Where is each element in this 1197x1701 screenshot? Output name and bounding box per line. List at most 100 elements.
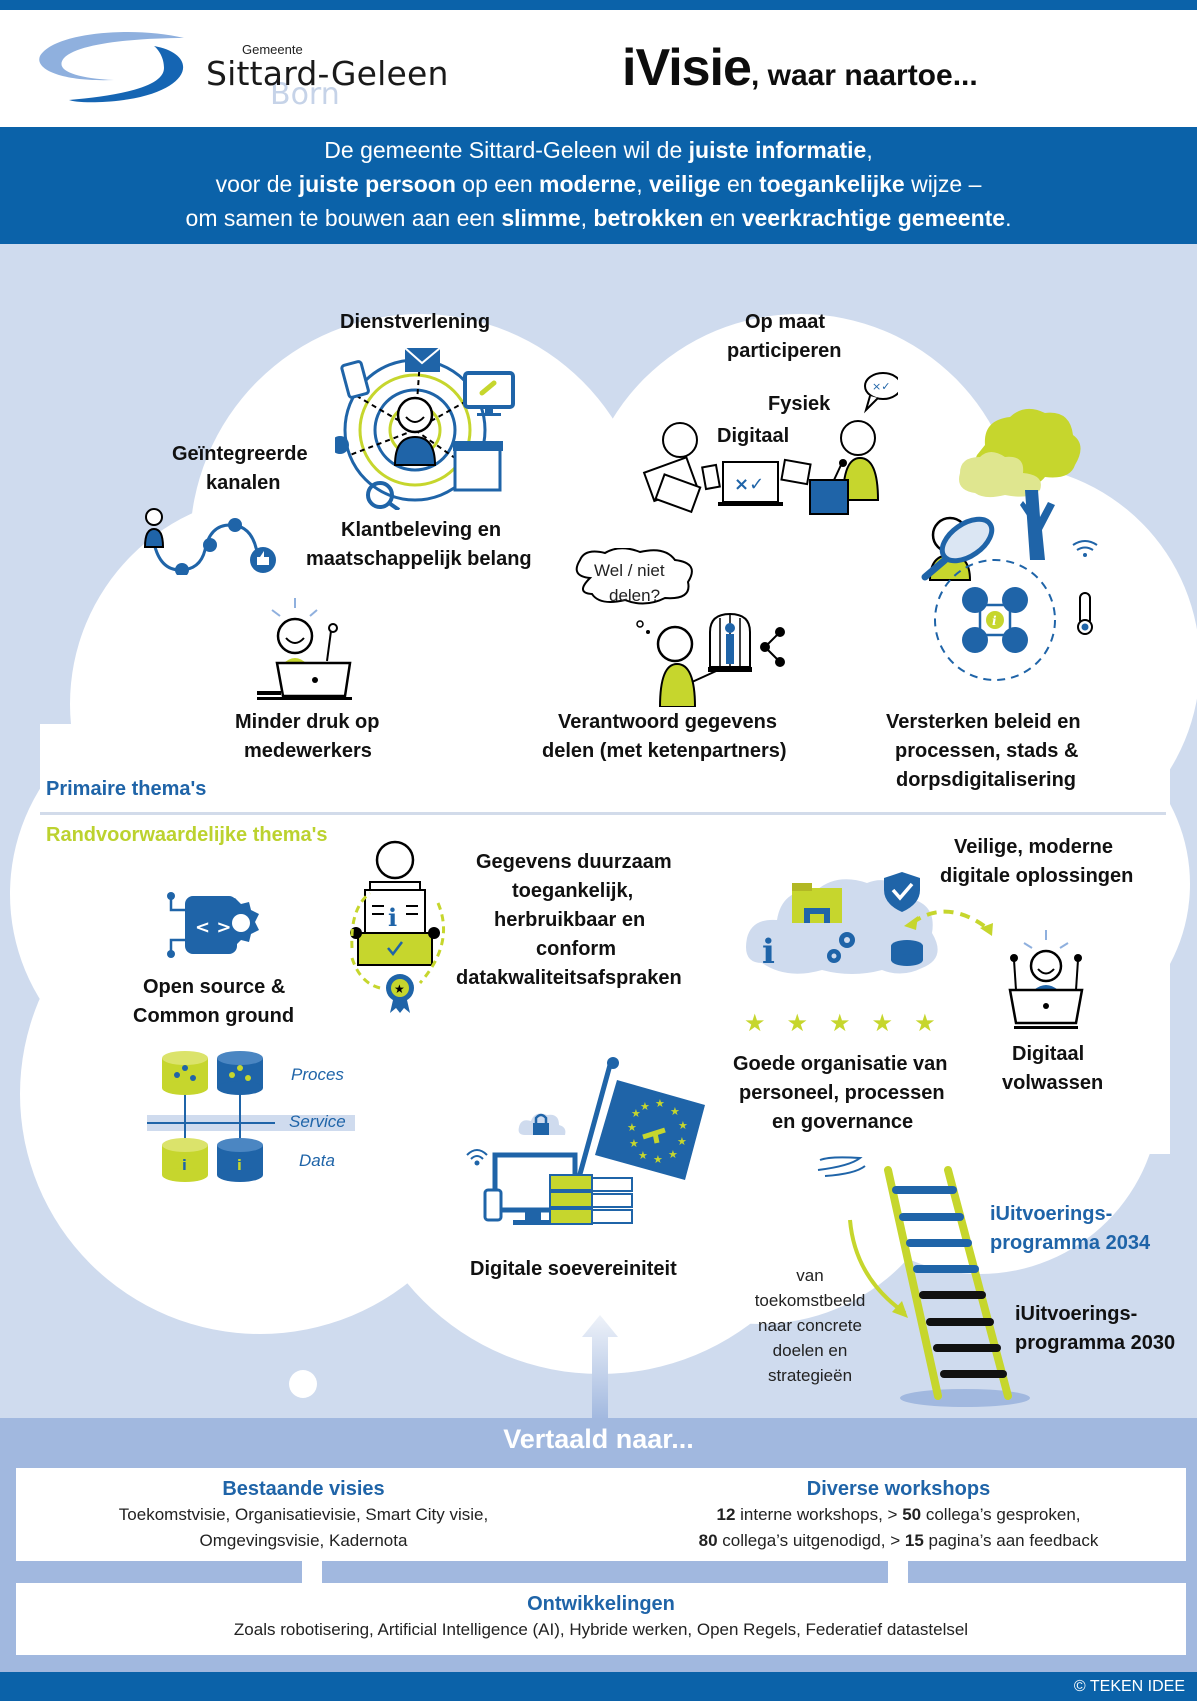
label-gegevens-5: datakwaliteitsafspraken [456, 967, 682, 989]
title-main: iVisie [622, 39, 752, 97]
label-gegevens-3: herbruikbaar en [494, 909, 646, 931]
svg-text:★: ★ [638, 1149, 648, 1162]
star-icon: ★ [744, 1010, 766, 1037]
mission-statement: De gemeente Sittard-Geleen wil de juiste… [0, 127, 1197, 244]
customer-journey-icon [143, 508, 276, 575]
text-run: collega’s gesproken, [921, 1505, 1081, 1524]
label-minder-1: Minder druk op [235, 711, 380, 733]
svg-text:×✓: ×✓ [872, 380, 890, 393]
digital-sovereignty-icon: ★★★★ ★★★★ ★★★ [466, 1057, 705, 1225]
svg-text:< >: < > [195, 917, 231, 938]
label-minder-2: medewerkers [244, 740, 372, 762]
text-run: interne workshops, > [735, 1505, 903, 1524]
ladder-note-3: naar concrete [758, 1316, 862, 1335]
star-icon: ★ [914, 1010, 936, 1037]
box-visies-line-1: Toekomstvisie, Organisatievisie, Smart C… [118, 1505, 489, 1524]
emphasis-text: 15 [904, 1531, 924, 1550]
star-icon: ★ [871, 1010, 894, 1037]
emphasis-text: toegankelijke [758, 171, 905, 197]
box-visies-line-2: Omgevingsvisie, Kadernota [199, 1531, 408, 1550]
svg-text:i: i [388, 903, 397, 932]
ladder-note-1: van [796, 1266, 824, 1285]
label-fysiek: Fysiek [768, 393, 831, 415]
emphasis-text: juiste informatie [688, 137, 867, 163]
mission-line-1: De gemeente Sittard-Geleen wil de juiste… [0, 133, 1197, 167]
title-rest: , waar naartoe... [750, 59, 978, 92]
label-veilige-1: Veilige, moderne [954, 836, 1113, 858]
box-visies-title: Bestaande visies [222, 1478, 385, 1500]
label-klant-1: Klantbeleving en [341, 519, 502, 541]
top-bar [0, 0, 1197, 10]
svg-text:i: i [182, 1158, 187, 1174]
footer: © TEKEN IDEE [0, 1672, 1197, 1701]
svg-text:★: ★ [668, 1148, 678, 1161]
box-ontwikkelingen-line-1: Zoals robotisering, Artificial Intellige… [233, 1620, 969, 1639]
mission-line-3: om samen te bouwen aan een slimme, betro… [0, 201, 1197, 235]
box-ontwikkelingen-title: Ontwikkelingen [527, 1593, 675, 1615]
text-run: , [636, 171, 649, 197]
svg-text:★: ★ [631, 1107, 641, 1120]
text-run: om samen te bouwen aan een [185, 205, 502, 231]
label-versterken-1: Versterken beleid en [886, 711, 1081, 733]
logo-prefix: Gemeente [242, 42, 303, 57]
ladder-note-2: toekomstbeeld [754, 1291, 866, 1310]
text-run: voor de [215, 171, 299, 197]
logo-name: Sittard-Geleen [206, 54, 449, 93]
text-run: collega’s uitgenodigd, > [717, 1531, 905, 1550]
label-opmaat-1: Op maat [745, 311, 826, 333]
section-label-conditional: Randvoorwaardelijke thema's [46, 824, 328, 846]
label-digitaal-vol-2: volwassen [1002, 1072, 1104, 1094]
smart-city-icon: i [921, 408, 1098, 681]
text-run: De gemeente Sittard-Geleen wil de [324, 137, 689, 163]
bottom-heading: Vertaald naar... [503, 1424, 694, 1454]
connector-left [302, 1561, 322, 1583]
layered-architecture-icon: i i [147, 1051, 355, 1182]
label-dienstverlening: Dienstverlening [340, 311, 491, 333]
svg-text:★: ★ [670, 1105, 680, 1118]
layer-label-data: Data [299, 1151, 335, 1170]
emphasis-text: 80 [698, 1531, 718, 1550]
rating-stars: ★★★★★ [744, 1012, 944, 1036]
layer-label-service: Service [289, 1112, 346, 1131]
label-digitaal: Digitaal [717, 425, 790, 447]
section-label-primary: Primaire thema's [46, 778, 207, 800]
emphasis-text: juiste persoon [298, 171, 456, 197]
box-bestaande-visies: Bestaande visies Toekomstvisie, Organisa… [16, 1468, 591, 1561]
svg-text:★: ★ [394, 982, 405, 996]
label-geintegreerd-1: Geïntegreerde [172, 443, 308, 465]
label-goede-1: Goede organisatie van [733, 1053, 948, 1075]
connector-vertical [591, 1468, 611, 1580]
data-sharing-icon [636, 612, 785, 707]
emphasis-text: veilige [648, 171, 721, 197]
svg-text:★: ★ [629, 1137, 639, 1150]
text-run: en [720, 171, 759, 197]
svg-text:i: i [237, 1158, 242, 1174]
svg-text:★: ★ [678, 1119, 688, 1132]
label-veilige-2: digitale oplossingen [940, 865, 1134, 887]
emphasis-text: 12 [716, 1505, 736, 1524]
thought-line-2: delen? [609, 586, 661, 605]
label-prog2030-2: programma 2030 [1015, 1332, 1176, 1354]
thought-line-1: Wel / niet [594, 561, 665, 580]
label-digitaal-vol-1: Digitaal [1012, 1043, 1085, 1065]
header [0, 10, 1197, 127]
ladder-icon [817, 1156, 1030, 1407]
label-opensource-2: Common ground [133, 1005, 295, 1027]
label-prog2034-2: programma 2034 [990, 1232, 1151, 1254]
label-versterken-2: processen, stads & [895, 740, 1079, 762]
text-run: en [703, 205, 742, 231]
secure-cloud-icon: i [746, 872, 993, 974]
ladder-note-4: doelen en [772, 1341, 848, 1360]
label-opmaat-2: participeren [727, 340, 842, 362]
logo-swoosh-icon [39, 32, 184, 103]
label-versterken-3: dorpsdigitalisering [896, 769, 1077, 791]
connector-right [888, 1561, 908, 1583]
text-run: op een [455, 171, 540, 197]
svg-text:★: ★ [677, 1135, 687, 1148]
emphasis-text: moderne [539, 171, 637, 197]
text-run: , [580, 205, 594, 231]
label-verantwoord-2: delen (met ketenpartners) [542, 740, 787, 762]
logo-sub: Born [270, 77, 340, 112]
svg-text:★: ★ [653, 1153, 663, 1166]
text-run: . [1005, 205, 1012, 231]
